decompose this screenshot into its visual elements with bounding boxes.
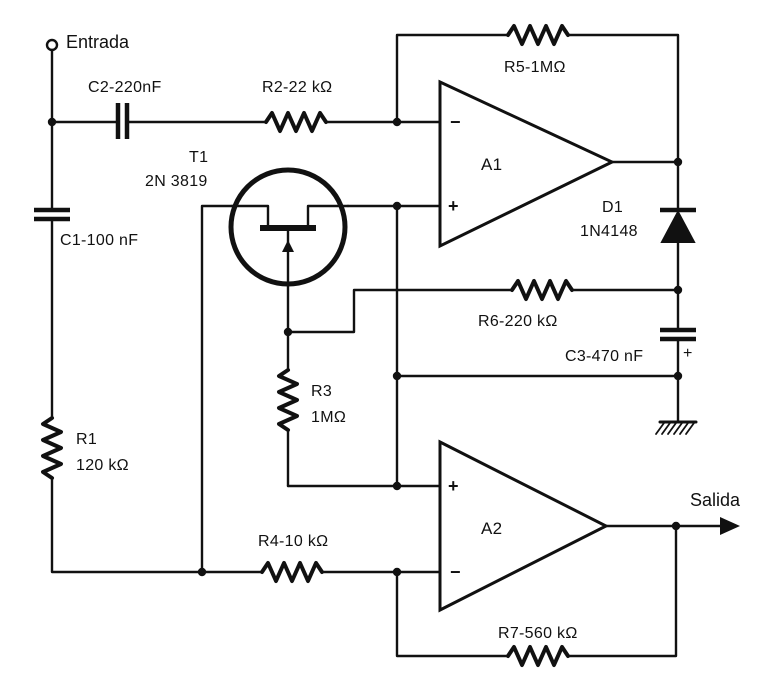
r5-resistor (506, 24, 570, 46)
r7-resistor (506, 645, 570, 667)
junction-input (47, 117, 57, 127)
a2-opamp (438, 439, 610, 613)
a2-plus-sign: + (448, 476, 459, 496)
r4-resistor (260, 561, 324, 583)
junction-a2-plus (392, 481, 402, 491)
c3-label: C3-470 nF (565, 348, 643, 365)
junction-drain-r1 (197, 567, 207, 577)
r3-name: R3 (311, 383, 332, 400)
a2-label: A2 (481, 519, 502, 538)
wire-r7-left (395, 570, 510, 658)
r3-value: 1MΩ (311, 409, 346, 426)
r1-name: R1 (76, 431, 97, 448)
t1-part: 2N 3819 (145, 173, 208, 190)
junction-a1-out (673, 157, 683, 167)
output-arrow (720, 517, 740, 535)
a1-label: A1 (481, 155, 502, 174)
d1-name: D1 (602, 199, 623, 216)
r2-resistor (264, 111, 328, 133)
t1-source-lead (306, 204, 350, 230)
d1-diode-triangle (660, 209, 696, 243)
r6-label: R6-220 kΩ (478, 313, 558, 330)
junction-a2-minus (392, 567, 402, 577)
r2-label: R2-22 kΩ (262, 79, 332, 96)
wire-r7-right (566, 524, 678, 658)
r3-resistor (277, 368, 299, 432)
wire-r5-left (395, 33, 510, 124)
c3-plus-sign: + (683, 345, 693, 362)
r6-resistor (510, 279, 574, 301)
t1-name: T1 (189, 149, 208, 166)
r5-label: R5-1MΩ (504, 59, 566, 76)
junction-a1-minus (392, 117, 402, 127)
t1-drain-lead (230, 204, 270, 230)
junction-a1-plus (392, 201, 402, 211)
r4-label: R4-10 kΩ (258, 533, 328, 550)
a1-minus-sign: − (450, 112, 461, 132)
wire-r6-left (286, 288, 514, 334)
r1-value: 120 kΩ (76, 457, 129, 474)
ground-symbol (655, 420, 698, 435)
input-terminal (45, 38, 59, 52)
junction-ref (392, 371, 402, 381)
r7-label: R7-560 kΩ (498, 625, 578, 642)
junction-r6 (673, 285, 683, 295)
junction-c3-ground (673, 371, 683, 381)
junction-t1-gate (283, 327, 293, 337)
wire-r5-right (566, 33, 680, 164)
c2-label: C2-220nF (88, 79, 162, 96)
t1-gate-arrow (282, 240, 294, 252)
wire-r1-bottom (50, 476, 264, 574)
a1-plus-sign: + (448, 196, 459, 216)
a1-opamp (438, 79, 616, 249)
junction-a2-out (671, 521, 681, 531)
a2-minus-sign: − (450, 562, 461, 582)
wire-t1-drain (200, 204, 234, 574)
d1-part: 1N4148 (580, 223, 638, 240)
input-label: Entrada (66, 32, 130, 52)
c1-label: C1-100 nF (60, 232, 138, 249)
r1-resistor (41, 416, 63, 480)
output-label: Salida (690, 490, 741, 510)
